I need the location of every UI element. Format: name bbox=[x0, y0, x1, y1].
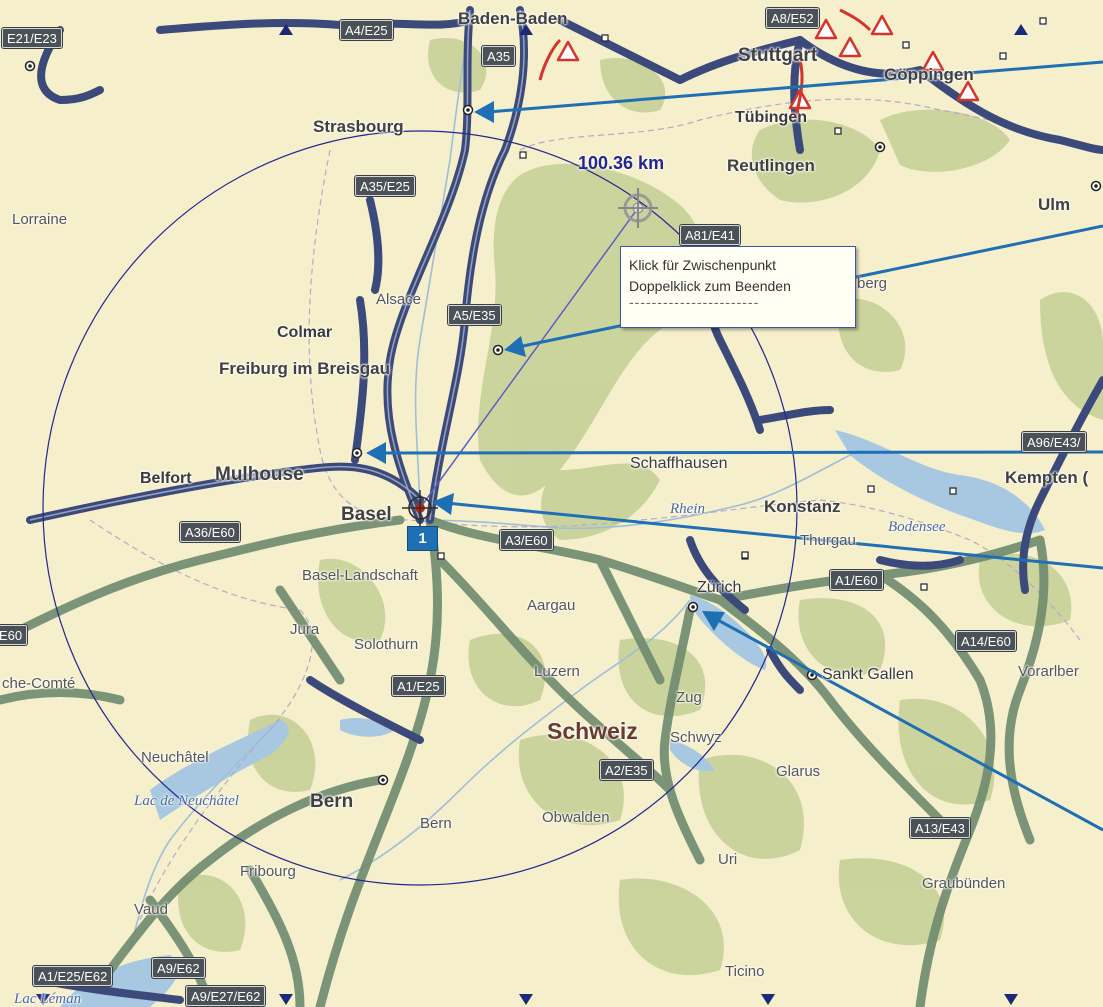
region-label-neuchatel: Neuchâtel bbox=[141, 749, 209, 766]
traffic-jam-lines bbox=[538, 8, 872, 121]
city-label-schaffhausen: Schaffhausen bbox=[630, 455, 728, 472]
pan-south-arrow-icon[interactable] bbox=[279, 994, 293, 1005]
region-label-obwalden: Obwalden bbox=[542, 809, 610, 826]
measure-tooltip: Klick für Zwischenpunkt Doppelklick zum … bbox=[620, 246, 856, 328]
city-label-konstanz: Konstanz bbox=[764, 497, 841, 516]
city-label-basel: Basel bbox=[341, 504, 392, 525]
waypoint-marker-badge[interactable]: 1 bbox=[407, 526, 438, 551]
city-label-bern: Bern bbox=[310, 791, 354, 812]
cursor-crosshair-icon[interactable] bbox=[618, 188, 658, 228]
callout-arrow-zuerich bbox=[702, 611, 1103, 832]
measure-radius-circle bbox=[42, 130, 798, 886]
road-shield-e60: E60 bbox=[0, 625, 28, 645]
region-label-uri: Uri bbox=[718, 851, 738, 868]
city-label-baden-baden: Baden-Baden bbox=[458, 9, 568, 28]
callout-arrows bbox=[366, 60, 1103, 832]
road-shield-a35-e25: A35/E25 bbox=[355, 176, 415, 196]
region-label-vaud: Vaud bbox=[134, 901, 168, 918]
region-label-lorraine: Lorraine bbox=[12, 211, 68, 228]
motorway-centerlines bbox=[29, 9, 525, 521]
measure-distance-label: 100.36 km bbox=[578, 153, 665, 173]
city-marker-centers bbox=[28, 64, 1098, 782]
road-shield-a36-e60: A36/E60 bbox=[180, 522, 240, 542]
road-shield-a9-e27-e62: A9/E27/E62 bbox=[186, 986, 266, 1006]
pan-south-arrow-icon[interactable] bbox=[519, 994, 533, 1005]
region-label-zug: Zug bbox=[676, 689, 702, 706]
callout-arrow-basel bbox=[432, 493, 1103, 570]
region-label-fribourg: Fribourg bbox=[240, 863, 296, 880]
lake-bodensee bbox=[835, 430, 1045, 534]
city-label-colmar: Colmar bbox=[277, 324, 333, 341]
pan-north-arrow-icon[interactable] bbox=[279, 24, 293, 35]
town-markers bbox=[437, 17, 1047, 591]
pan-north-arrow-icon[interactable] bbox=[1014, 24, 1028, 35]
road-shield-a2-e35: A2/E35 bbox=[600, 760, 653, 780]
tooltip-line-finish: Doppelklick zum Beenden bbox=[629, 278, 791, 294]
water-label-bodensee: Bodensee bbox=[888, 519, 946, 535]
city-label-strasbourg: Strasbourg bbox=[313, 117, 404, 136]
pan-north-arrow-icon[interactable] bbox=[519, 24, 533, 35]
borders bbox=[89, 98, 1103, 921]
road-shield-a3-e60: A3/E60 bbox=[500, 530, 553, 550]
water-label-lac-de-neuchatel: Lac de Neuchâtel bbox=[134, 793, 239, 809]
region-label-schwyz: Schwyz bbox=[670, 729, 722, 746]
road-shield-a1-e25: A1/E25 bbox=[392, 676, 445, 696]
road-shield-a13-e43: A13/E43 bbox=[910, 818, 970, 838]
city-label-zuerich: Zürich bbox=[697, 579, 742, 596]
road-shield-a1-e25-e62: A1/E25/E62 bbox=[33, 966, 113, 986]
region-label-jura: Jura bbox=[290, 621, 320, 638]
city-label-stuttgart: Stuttgart bbox=[738, 45, 818, 66]
road-shield-a35: A35 bbox=[482, 46, 516, 66]
region-label-glarus: Glarus bbox=[776, 763, 821, 780]
country-label-schweiz: Schweiz bbox=[547, 718, 638, 744]
tooltip-line-intermediate-point: Klick für Zwischenpunkt bbox=[629, 257, 777, 273]
callout-arrow-mulhouse bbox=[366, 442, 1103, 464]
region-label-vorarlberg: Vorarlber bbox=[1018, 663, 1079, 680]
road-shield-a5-e35: A5/E35 bbox=[448, 305, 501, 325]
measure-line bbox=[419, 207, 639, 509]
region-label-bern: Bern bbox=[420, 815, 452, 832]
road-shield-e21-e23: E21/E23 bbox=[2, 28, 62, 48]
city-label-goeppingen: Göppingen bbox=[884, 65, 974, 84]
road-shield-a9-e62: A9/E62 bbox=[152, 958, 205, 978]
region-label-graubuenden: Graubünden bbox=[922, 875, 1006, 892]
city-label-reutlingen: Reutlingen bbox=[727, 156, 815, 175]
pan-south-arrow-icon[interactable] bbox=[761, 994, 775, 1005]
city-label-mulhouse: Mulhouse bbox=[215, 464, 304, 485]
water-label-rhein: Rhein bbox=[670, 501, 705, 517]
pan-south-arrow-icon[interactable] bbox=[36, 994, 50, 1005]
callout-arrow-strasbourg bbox=[474, 60, 1103, 123]
city-label-sankt-gallen: Sankt Gallen bbox=[822, 666, 914, 683]
road-shield-a8-e52: A8/E52 bbox=[766, 8, 819, 28]
forest-areas bbox=[178, 38, 1103, 976]
pan-south-arrow-icon[interactable] bbox=[1004, 994, 1018, 1005]
region-label-thurgau: Thurgau bbox=[800, 532, 856, 549]
region-label-alsace: Alsace bbox=[376, 291, 422, 308]
city-label-tuebingen: Tübingen bbox=[735, 109, 807, 126]
road-shield-a1-e60: A1/E60 bbox=[830, 570, 883, 590]
city-label-ulm: Ulm bbox=[1038, 195, 1071, 214]
start-point-crosshair-icon[interactable] bbox=[402, 490, 438, 526]
traffic-warning-icons bbox=[556, 14, 980, 110]
road-shield-a14-e60: A14/E60 bbox=[956, 631, 1016, 651]
region-label-basel-landschaft: Basel-Landschaft bbox=[302, 567, 418, 584]
region-label-solothurn: Solothurn bbox=[354, 636, 419, 653]
road-shield-a96-e43: A96/E43/ bbox=[1022, 432, 1086, 452]
road-shield-a4-e25: A4/E25 bbox=[340, 20, 393, 40]
region-label-berg: berg bbox=[857, 275, 888, 292]
region-label-franche-comte: che-Comté bbox=[2, 675, 76, 692]
region-label-ticino: Ticino bbox=[725, 963, 765, 980]
road-shield-a81-e41: A81/E41 bbox=[680, 225, 740, 245]
city-label-kempten: Kempten ( bbox=[1005, 468, 1089, 487]
city-label-freiburg: Freiburg im Breisgau bbox=[219, 359, 390, 378]
water-label-lac-leman: Lac Léman bbox=[14, 991, 82, 1007]
tooltip-separator: ----------------------- bbox=[629, 294, 760, 310]
region-label-luzern: Luzern bbox=[534, 663, 580, 680]
city-label-belfort: Belfort bbox=[140, 470, 192, 487]
region-label-aargau: Aargau bbox=[527, 597, 576, 614]
